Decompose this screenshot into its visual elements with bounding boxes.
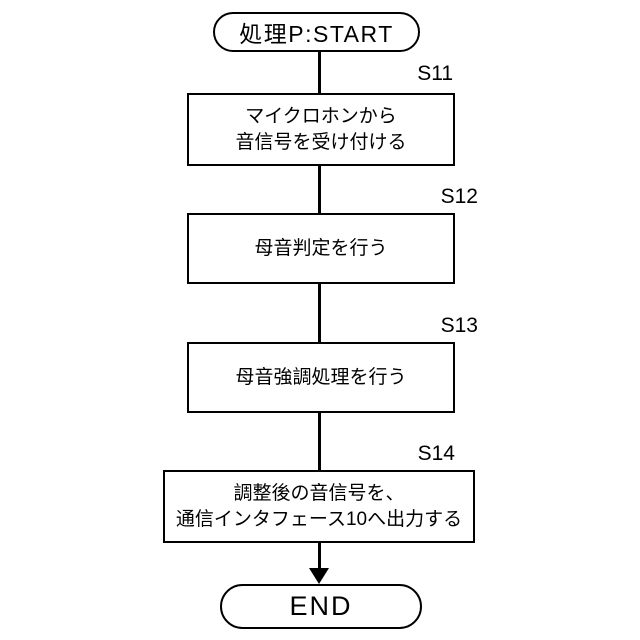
connector-start-to-s11 — [318, 51, 321, 95]
start-node-label: 処理P:START — [239, 21, 394, 47]
process-box-s14-text-line2: 通信インタフェース10へ出力する — [175, 508, 463, 530]
process-box-s13-text-line1: 母音強調処理を行う — [235, 366, 407, 388]
step-label-s13: S13 — [440, 314, 478, 337]
step-label-s12: S12 — [440, 185, 478, 208]
step-label-s11: S11 — [417, 62, 453, 85]
start-node: 処理P:START — [213, 12, 420, 52]
end-node-label: END — [289, 591, 353, 621]
process-box-s11-text-line2: 音信号を受け付ける — [235, 131, 407, 153]
connector-s13-to-s14 — [318, 412, 321, 472]
end-node: END — [220, 584, 422, 629]
process-box-s12-text-line1: 母音判定を行う — [254, 237, 388, 259]
process-box-s14: 調整後の音信号を、 通信インタフェース10へ出力する — [163, 470, 475, 543]
arrowhead-down-icon — [309, 568, 329, 584]
process-box-s13: 母音強調処理を行う — [187, 342, 455, 413]
connector-s14-to-end — [318, 542, 321, 570]
connector-s11-to-s12 — [318, 165, 321, 215]
connector-s12-to-s13 — [318, 283, 321, 344]
process-box-s11: マイクロホンから 音信号を受け付ける — [187, 93, 455, 166]
step-label-s14: S14 — [417, 442, 455, 465]
process-box-s11-text-line1: マイクロホンから — [245, 105, 397, 127]
process-box-s14-text-line1: 調整後の音信号を、 — [233, 482, 405, 504]
process-box-s12: 母音判定を行う — [187, 213, 455, 284]
